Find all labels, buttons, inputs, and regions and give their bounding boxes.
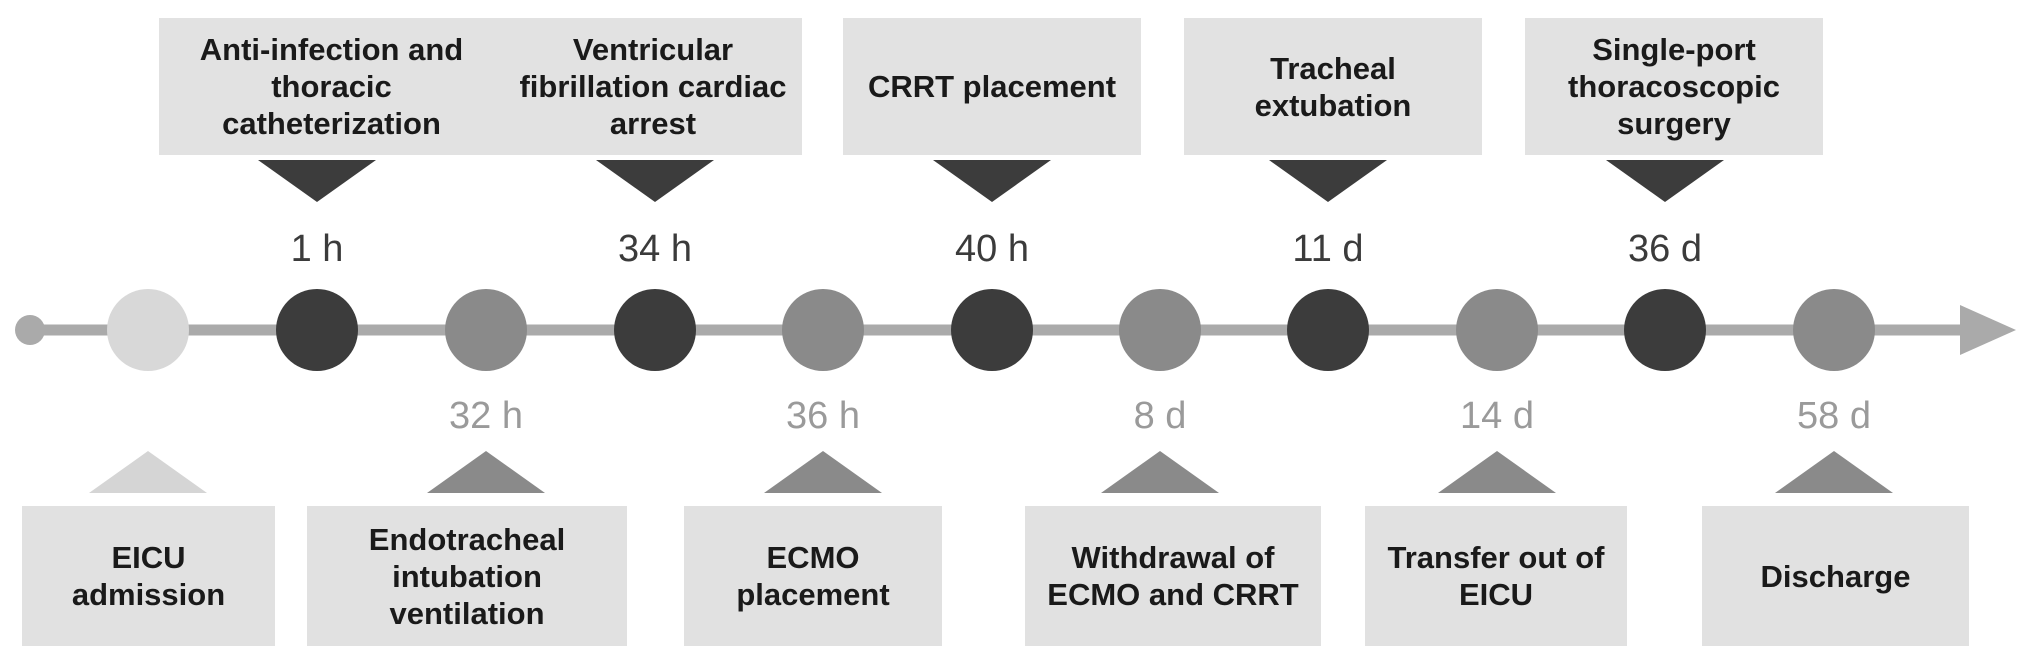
milestone-dot-m7 <box>1287 289 1369 371</box>
milestone-dot-m4 <box>782 289 864 371</box>
pointer-triangle-m8 <box>1438 451 1556 493</box>
milestone-dot-m2 <box>445 289 527 371</box>
pointer-triangle-m7 <box>1269 160 1387 202</box>
pointer-triangle-m2 <box>427 451 545 493</box>
time-label-m7: 11 d <box>1292 228 1364 270</box>
milestone-dot-m9 <box>1624 289 1706 371</box>
event-label-m8: Transfer out of EICU <box>1387 540 1605 612</box>
time-label-m8: 14 d <box>1460 395 1534 437</box>
milestone-dot-m6 <box>1119 289 1201 371</box>
pointer-triangle-m10 <box>1775 451 1893 493</box>
time-label-m1: 1 h <box>290 228 344 270</box>
event-label-m7: Tracheal extubation <box>1254 50 1412 123</box>
event-box-m9: Single-port thoracoscopic surgery <box>1525 18 1823 155</box>
event-label-m6: Withdrawal of ECMO and CRRT <box>1047 540 1299 612</box>
milestone-dot-m5 <box>951 289 1033 371</box>
pointer-triangle-m4 <box>764 451 882 493</box>
milestone-dot-m3 <box>614 289 696 371</box>
event-box-m5: CRRT placement <box>843 18 1141 155</box>
time-label-m2: 32 h <box>449 395 523 437</box>
event-box-m3: Ventricular fibrillation cardiac arrest <box>504 18 802 155</box>
timeline-arrowhead <box>1960 305 2016 355</box>
milestone-dot-m8 <box>1456 289 1538 371</box>
event-box-m8: Transfer out of EICU <box>1365 506 1627 646</box>
time-label-m5: 40 h <box>955 228 1029 270</box>
time-label-m6: 8 d <box>1133 395 1187 437</box>
milestone-layer <box>89 160 1893 493</box>
event-label-m9: Single-port thoracoscopic surgery <box>1568 32 1780 141</box>
pointer-triangle-m3 <box>596 160 714 202</box>
time-label-m3: 34 h <box>618 228 692 270</box>
pointer-triangle-m9 <box>1606 160 1724 202</box>
pointer-triangle-m5 <box>933 160 1051 202</box>
milestone-dot-m0 <box>107 289 189 371</box>
pointer-triangle-m6 <box>1101 451 1219 493</box>
event-label-m10: Discharge <box>1760 558 1911 594</box>
milestone-dot-m10 <box>1793 289 1875 371</box>
time-label-m10: 58 d <box>1797 395 1871 437</box>
time-label-m4: 36 h <box>786 395 860 437</box>
pointer-triangle-m0 <box>89 451 207 493</box>
event-box-m6: Withdrawal of ECMO and CRRT <box>1025 506 1321 646</box>
event-box-m0: EICU admission <box>22 506 275 646</box>
milestone-dot-m1 <box>276 289 358 371</box>
event-label-m3: Ventricular fibrillation cardiac arrest <box>519 32 787 141</box>
event-label-m1: Anti-infection and thoracic catheterizat… <box>199 32 464 141</box>
event-box-m2: Endotracheal intubation ventilation <box>307 506 627 646</box>
event-label-m0: EICU admission <box>71 540 226 612</box>
timeline-start-dot <box>15 315 45 345</box>
event-box-m4: ECMO placement <box>684 506 942 646</box>
event-box-m7: Tracheal extubation <box>1184 18 1482 155</box>
time-label-m9: 36 d <box>1628 228 1702 270</box>
event-box-m1: Anti-infection and thoracic catheterizat… <box>159 18 504 155</box>
event-label-m4: ECMO placement <box>736 540 890 612</box>
event-box-m10: Discharge <box>1702 506 1969 646</box>
pointer-triangle-m1 <box>258 160 376 202</box>
event-label-m2: Endotracheal intubation ventilation <box>368 521 566 631</box>
event-label-m5: CRRT placement <box>867 69 1117 104</box>
